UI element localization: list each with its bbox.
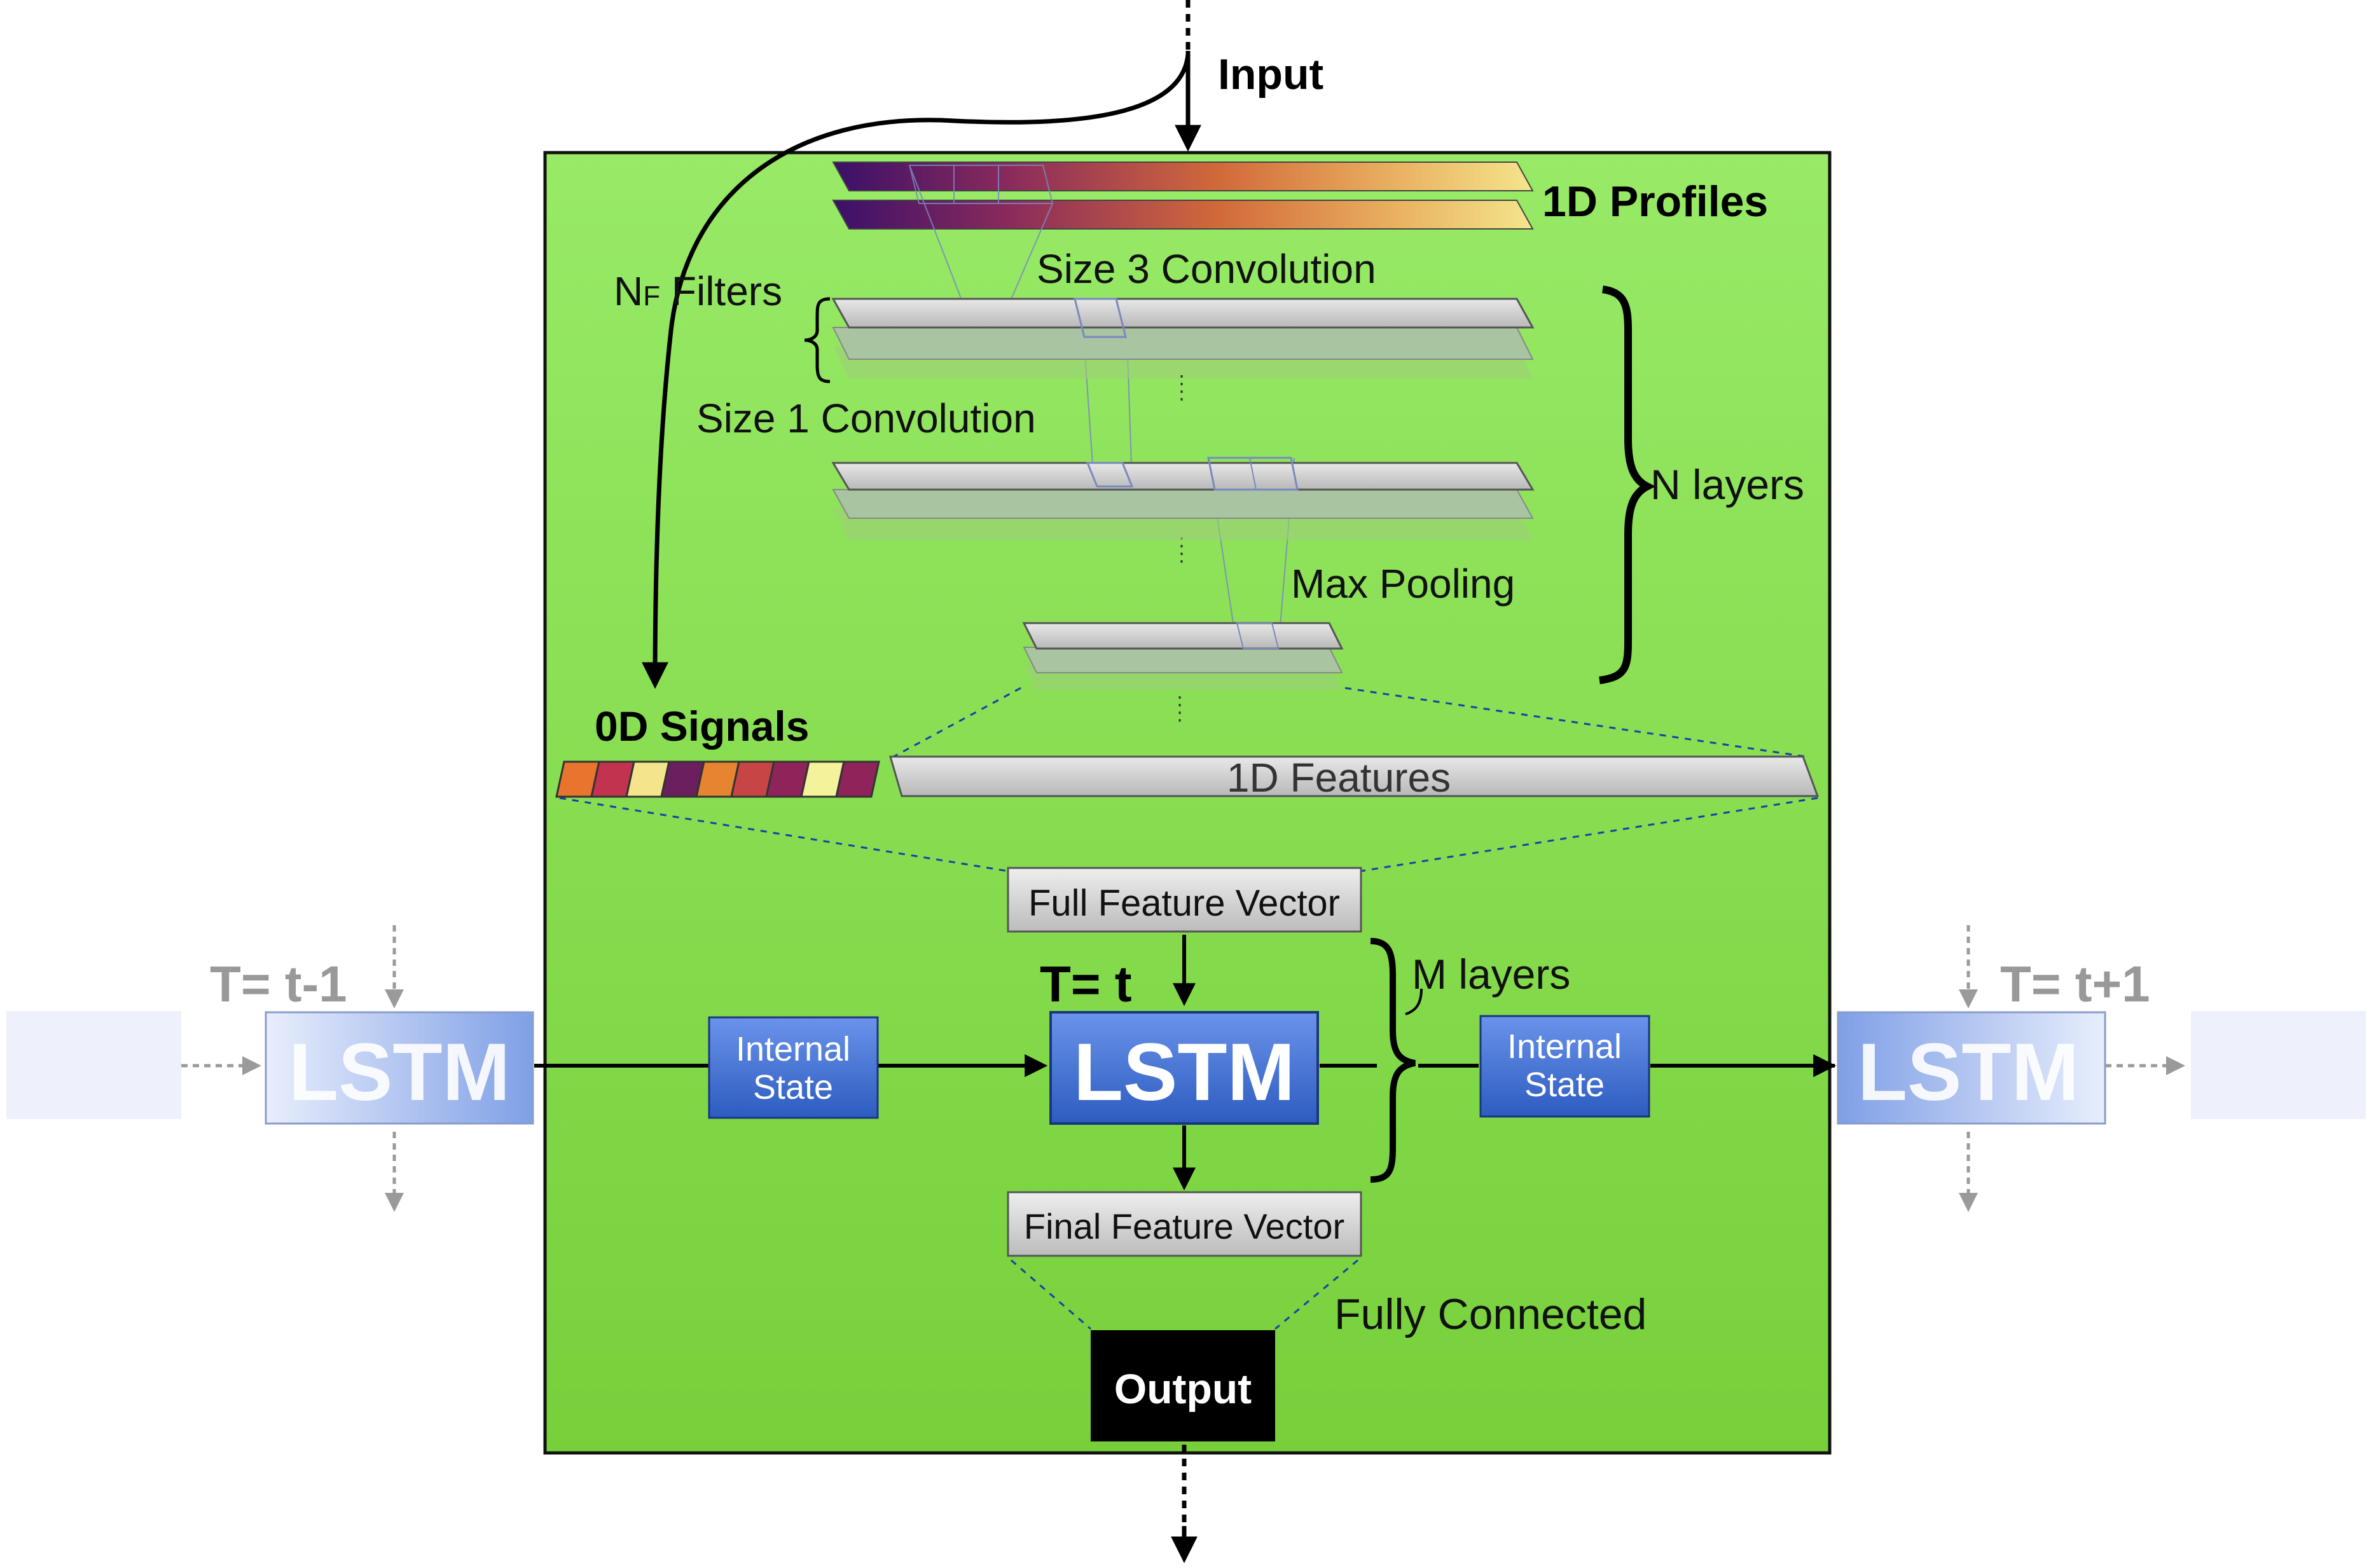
m-layers-brace: [1370, 938, 1416, 1183]
signal-swatch: [835, 760, 880, 798]
ffv-projection-lines: [559, 797, 1818, 872]
ellipsis-dots: [1178, 375, 1183, 725]
final-feature-vector-label: Final Feature Vector: [1024, 1206, 1344, 1246]
conv-layer-stack-1: [831, 298, 1535, 378]
m-layers-pointer: [1405, 988, 1423, 1015]
n-layers-label: N layers: [1650, 461, 1804, 508]
final-feature-vector-box: [1007, 1191, 1362, 1257]
recurrent-arrows: [534, 935, 1837, 1191]
lstm-next-box: [1837, 1011, 2106, 1125]
lstm-next-label: LSTM: [1858, 1027, 2079, 1118]
input-arrows: [642, 0, 1201, 689]
nf-filters-sub: F: [643, 280, 660, 312]
size1-conv-label: Size 1 Convolution: [696, 395, 1036, 441]
internal-state-right-box: [1479, 1015, 1650, 1118]
profiles-1d-label: 1D Profiles: [1542, 177, 1768, 226]
features-1d-bar: [889, 755, 1820, 797]
nf-filters-brace: [804, 297, 831, 383]
pooled-layer-stack: [1022, 622, 1344, 690]
fully-connected-label: Fully Connected: [1334, 1290, 1647, 1338]
internal-state-left-line1: Internal: [736, 1030, 850, 1068]
profiles-1d: [832, 162, 1534, 230]
lstm-current-box: [1049, 1011, 1319, 1125]
lstm-current-label: LSTM: [1074, 1027, 1295, 1118]
features-projection-lines: [893, 687, 1807, 758]
internal-state-right-line1: Internal: [1507, 1028, 1622, 1066]
output-label: Output: [1114, 1365, 1252, 1412]
t-prev-label: T= t-1: [210, 956, 347, 1012]
features-1d-label: 1D Features: [1227, 755, 1451, 801]
nf-filters-label: NF Filters: [614, 268, 782, 314]
lstm-prev-box: [265, 1011, 534, 1125]
signals-0d-swatches: [555, 760, 880, 798]
conv-layer-stack-2: [831, 457, 1535, 540]
fully-connected-lines: [1011, 1259, 1358, 1330]
max-pooling-label: Max Pooling: [1291, 561, 1515, 607]
n-layers-brace: [1599, 285, 1656, 684]
nf-filters-rest: Filters: [660, 268, 782, 314]
internal-state-right-line2: State: [1524, 1066, 1605, 1104]
output-box: [1091, 1330, 1275, 1441]
nf-filters-n: N: [614, 268, 643, 314]
size3-conv-label: Size 3 Convolution: [1037, 246, 1376, 292]
faded-cell-right: [2191, 1011, 2366, 1119]
signals-0d-label: 0D Signals: [595, 703, 809, 750]
input-label: Input: [1218, 50, 1323, 99]
lstm-prev-label: LSTM: [289, 1027, 510, 1118]
faded-cell-left: [6, 1011, 181, 1119]
faded-arrows: [181, 925, 2185, 1212]
full-feature-vector-label: Full Feature Vector: [1028, 883, 1340, 924]
internal-state-left-box: [708, 1016, 879, 1119]
t-next-label: T= t+1: [2000, 956, 2150, 1012]
m-layers-label: M layers: [1412, 951, 1570, 998]
full-feature-vector-box: [1007, 867, 1362, 933]
internal-state-left-line2: State: [753, 1068, 833, 1106]
t-now-label: T= t: [1040, 956, 1131, 1012]
